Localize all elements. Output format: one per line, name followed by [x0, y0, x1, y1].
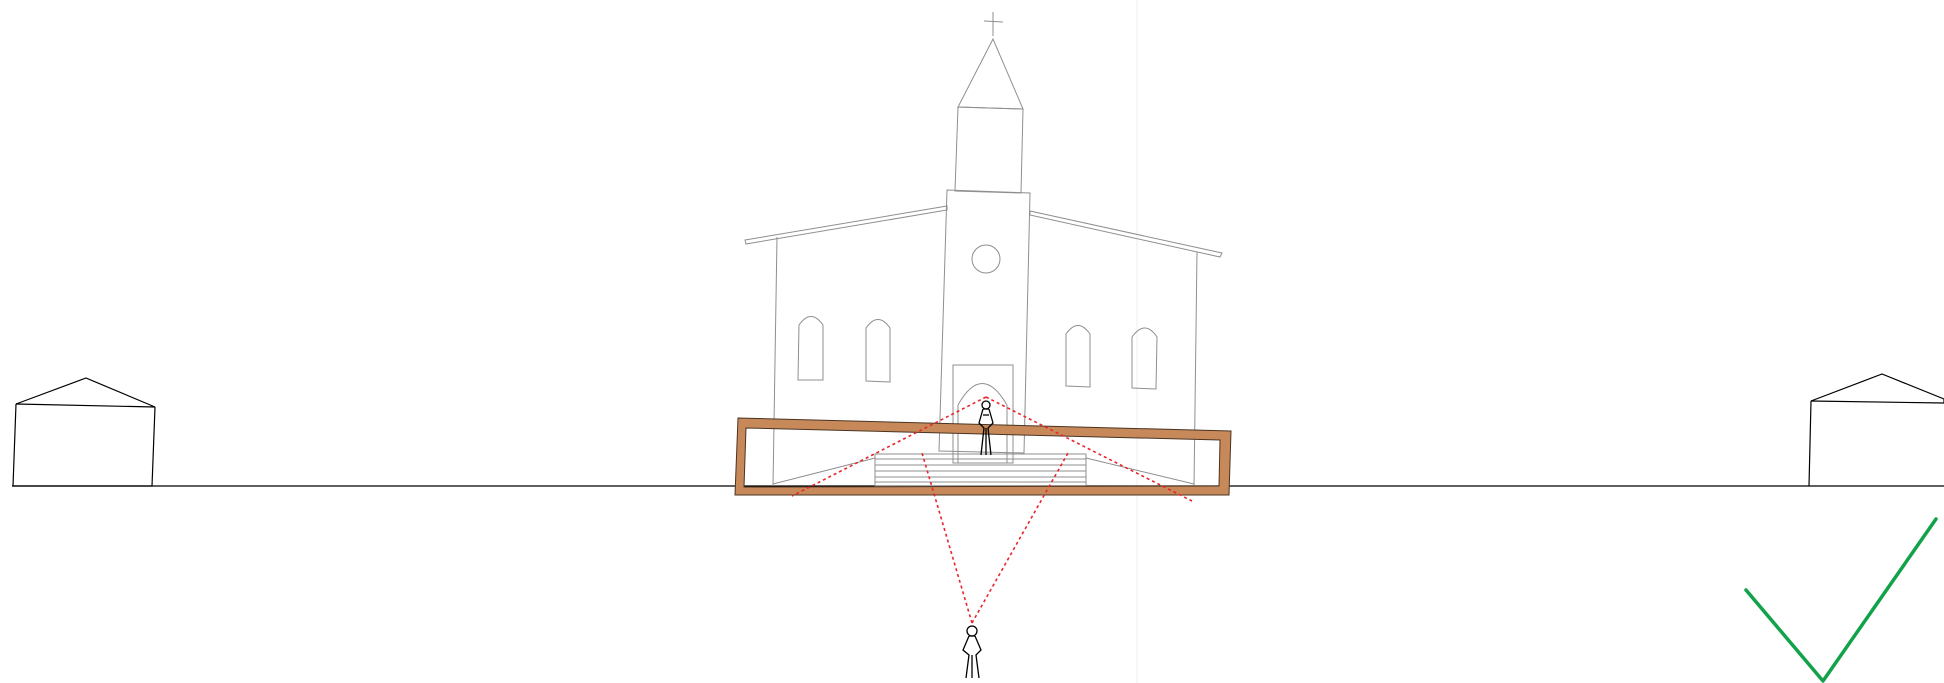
church-door-frame: [953, 365, 1013, 463]
frame-rectangle: [735, 418, 1231, 495]
sight-line: [972, 453, 1068, 623]
house-right: [1809, 374, 1944, 486]
church-window: [866, 320, 890, 383]
church-roof-right: [1030, 211, 1222, 257]
cross-icon: [984, 12, 1003, 36]
church-door-arch: [958, 384, 1007, 406]
person-viewer: [963, 626, 981, 678]
church-belfry: [955, 107, 1023, 193]
church-wall-right: [1194, 252, 1197, 486]
church-steps: [875, 454, 1086, 486]
house-right-roof: [1811, 374, 1944, 403]
church-window: [798, 317, 823, 381]
checkmark-icon: [1746, 519, 1936, 681]
church-round-window: [972, 245, 1000, 273]
house-right-walls: [1809, 401, 1811, 486]
sight-line: [792, 397, 986, 496]
church-window: [1132, 328, 1157, 389]
church-spire: [958, 39, 1023, 109]
church-wall-left: [773, 237, 777, 486]
house-left-walls: [13, 404, 155, 486]
house-left-roof: [16, 378, 155, 407]
house-left: [13, 378, 155, 486]
walkway-right: [1086, 458, 1194, 484]
church-roof-left: [745, 206, 947, 244]
church-window: [1066, 326, 1090, 388]
sight-line: [922, 453, 972, 623]
